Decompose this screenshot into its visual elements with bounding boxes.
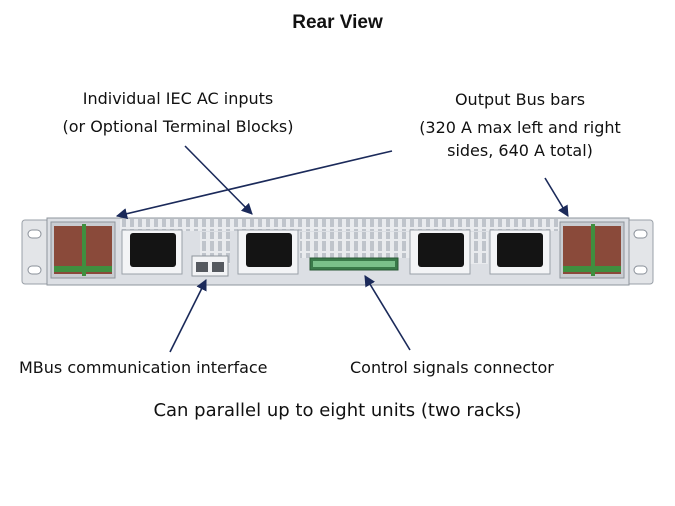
caption: Can parallel up to eight units (two rack… [153, 400, 522, 421]
arrow-ac-input-to-left [115, 150, 393, 220]
iec-ac-input-3 [409, 229, 471, 275]
control-signals-connector [309, 257, 399, 271]
middle-vent-area [300, 232, 410, 258]
arrow-bus-bars [544, 177, 569, 217]
bus-bar-left [50, 221, 116, 279]
rack-ear-left [21, 219, 50, 285]
arrow-mbus [169, 278, 207, 353]
bus-bars-label-line3: sides, 640 A total) [447, 141, 593, 160]
bus-bars-label-line2: (320 A max left and right [419, 118, 621, 137]
iec-ac-input-2 [237, 229, 299, 275]
slide-title: Rear View [292, 12, 383, 33]
ac-inputs-label-line2: (or Optional Terminal Blocks) [62, 117, 294, 136]
ac-inputs-label-line1: Individual IEC AC inputs [82, 89, 274, 108]
control-signals-label: Control signals connector [350, 358, 554, 377]
bus-bars-label-line1: Output Bus bars [454, 90, 586, 109]
arrow-ac-input [184, 145, 253, 215]
bus-bar-right [559, 221, 625, 279]
arrow-control-signals [364, 275, 411, 351]
iec-ac-input-4 [489, 229, 551, 275]
top-vent-strip [120, 219, 560, 231]
rack-ear-right [625, 219, 654, 285]
mbus-interface-label: MBus communication interface [19, 358, 268, 377]
mbus-ports [191, 255, 229, 277]
iec-ac-input-1 [121, 229, 183, 275]
